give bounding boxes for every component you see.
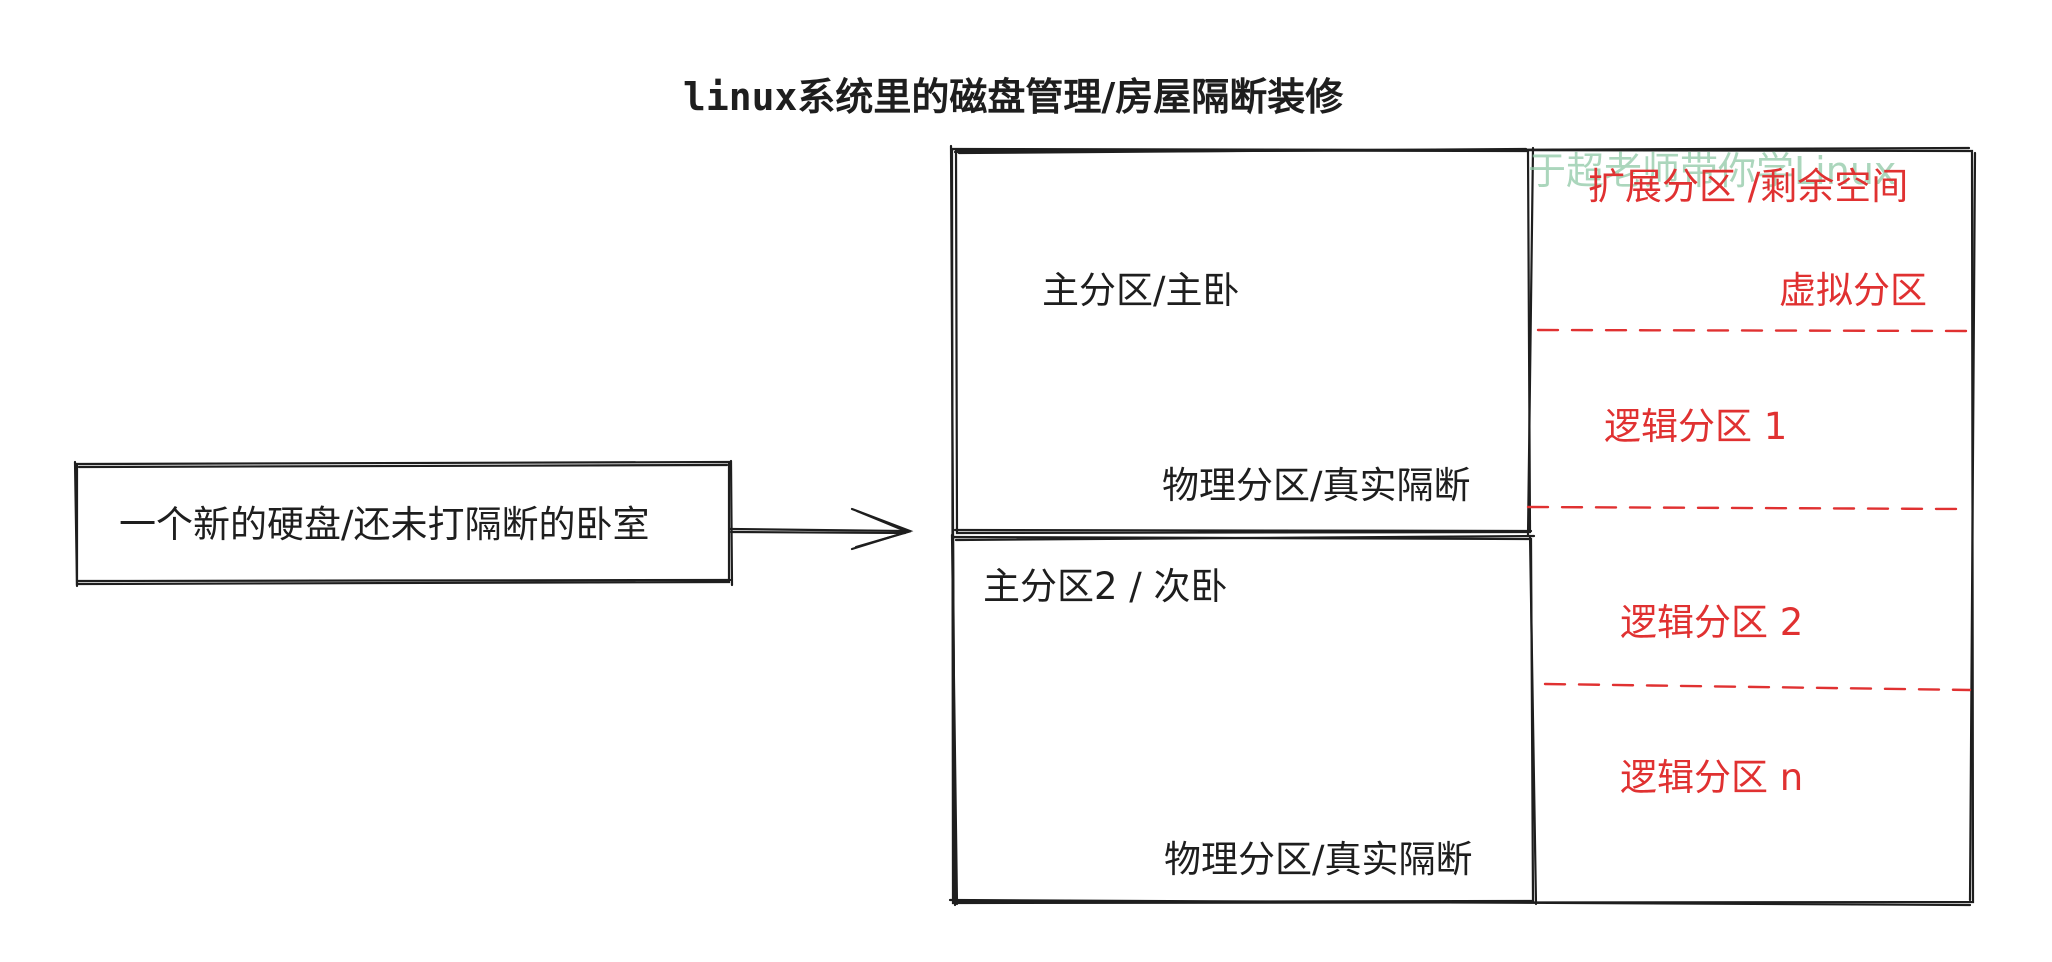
primary-partition-2-outline [950,533,1538,906]
outer-disk-outline [948,144,1977,907]
title-rest: 系统里的磁盘管理/房屋隔断装修 [797,75,1344,119]
arrow [728,507,914,551]
primary-partition-1-physical-label: 物理分区/真实隔断 [1162,464,1471,507]
disk-box-label: 一个新的硬盘/还未打隔断的卧室 [119,503,650,546]
logical-partition-1-label: 逻辑分区 1 [1604,405,1788,448]
extended-partition-label: 扩展分区 /剩余空间 [1588,165,1909,208]
watermark-text: 于超老师带你学Linux [1528,149,1897,193]
primary-partition-2-label: 主分区2 / 次卧 [983,565,1228,608]
logical-partition-2-label: 逻辑分区 2 [1620,601,1804,644]
disk-box-outline [73,459,734,588]
page-title: linux系统里的磁盘管理/房屋隔断装修 [683,78,1343,116]
primary-partition-1-outline [953,146,1535,537]
logical-separators [1526,328,1972,692]
logical-partition-n-label: 逻辑分区 n [1620,756,1804,799]
virtual-partition-label: 虚拟分区 [1779,269,1927,312]
primary-partition-2-physical-label: 物理分区/真实隔断 [1164,838,1473,881]
primary-partition-1-label: 主分区/主卧 [1042,269,1240,312]
title-prefix: linux [683,75,798,119]
